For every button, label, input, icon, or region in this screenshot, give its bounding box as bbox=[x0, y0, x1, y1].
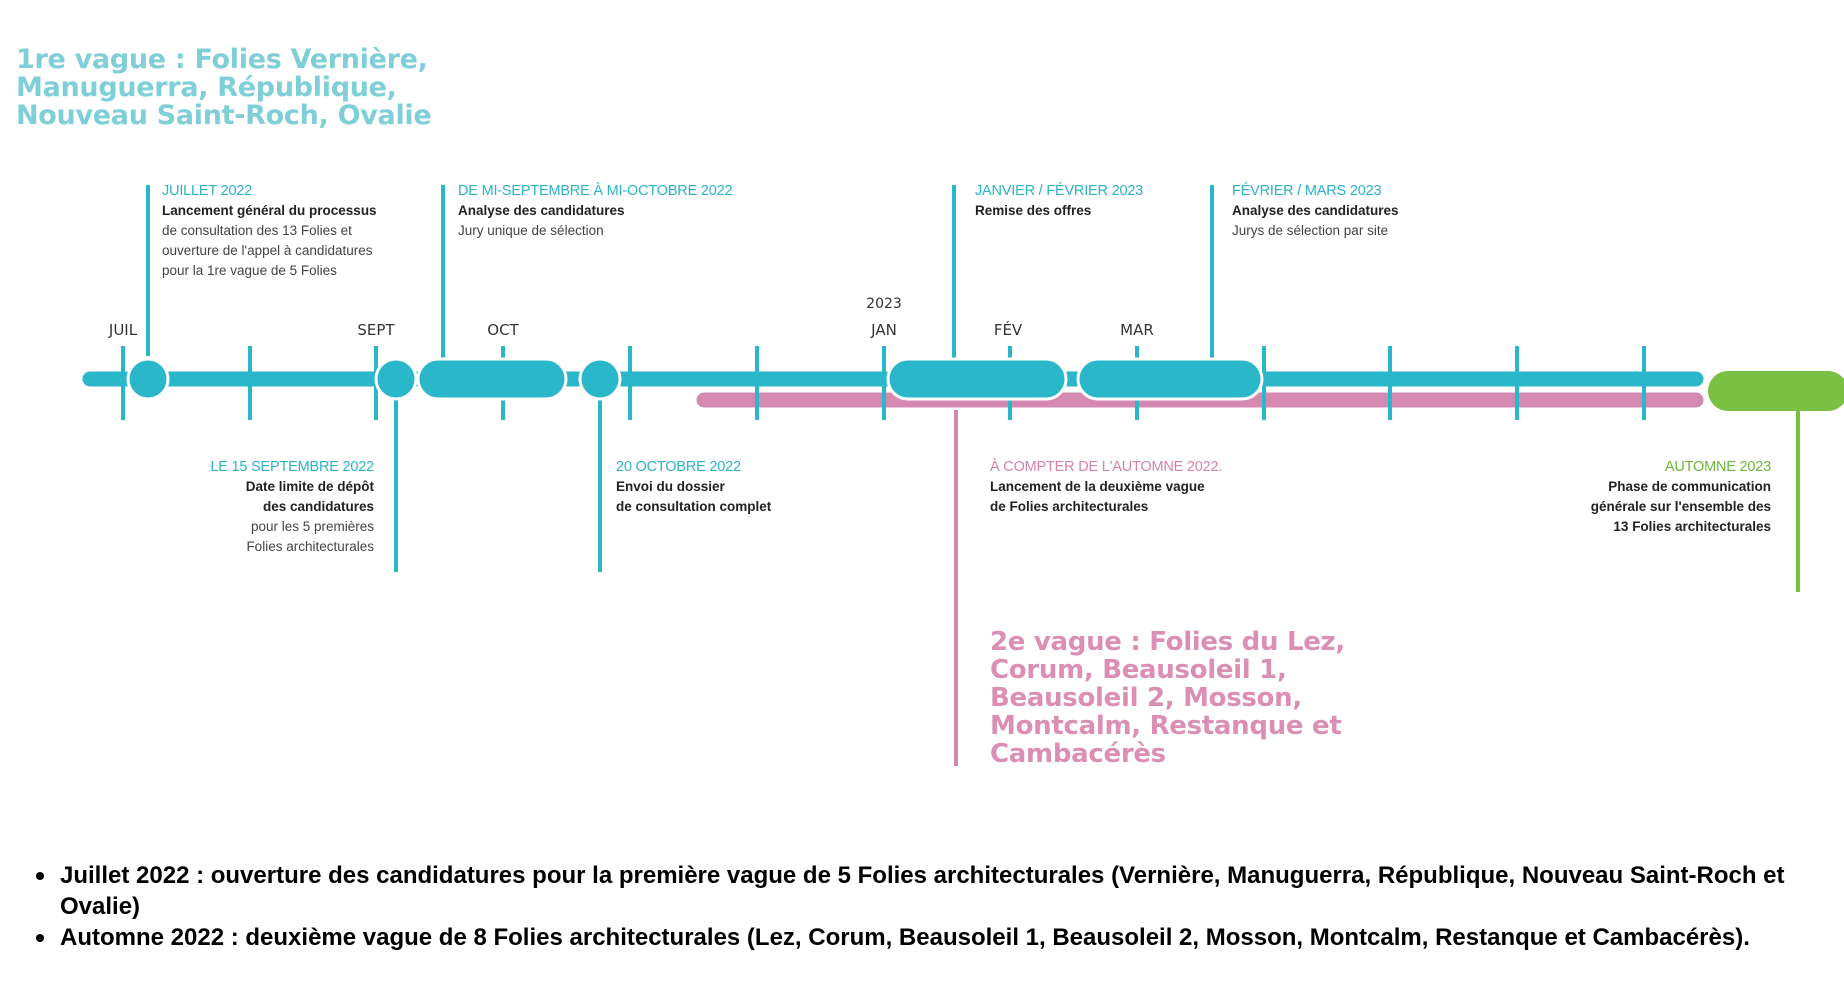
pill-automne-2023 bbox=[1708, 371, 1844, 411]
event-line: de consultation complet bbox=[616, 499, 772, 514]
event-15-sept-2022: LE 15 SEPTEMBRE 2022 Date limite de dépô… bbox=[210, 457, 374, 557]
event-date: À COMPTER DE L'AUTOMNE 2022. bbox=[990, 459, 1223, 475]
month-label-jan: JAN bbox=[871, 321, 897, 339]
event-mi-sept-oct: DE MI-SEPTEMBRE À MI-OCTOBRE 2022 Analys… bbox=[458, 181, 733, 241]
event-date: LE 15 SEPTEMBRE 2022 bbox=[210, 459, 374, 475]
month-label-juil: JUIL bbox=[108, 321, 138, 339]
month-label-fev: FÉV bbox=[993, 321, 1023, 339]
event-line: Jurys de sélection par site bbox=[1232, 223, 1389, 238]
event-line: Lancement de la deuxième vague bbox=[990, 479, 1205, 494]
marker-20-oct bbox=[578, 357, 622, 401]
marker-juillet-2022 bbox=[126, 357, 170, 401]
event-20-oct-2022: 20 OCTOBRE 2022 Envoi du dossier de cons… bbox=[616, 457, 771, 517]
wave1-title-line: Manuguerra, République, bbox=[16, 72, 397, 103]
wave2-title-line: 2e vague : Folies du Lez, bbox=[990, 627, 1345, 657]
event-line: Date limite de dépôt bbox=[245, 479, 374, 494]
event-line: Jury unique de sélection bbox=[458, 223, 604, 238]
wave1-title: 1re vague : Folies Vernière, Manuguerra,… bbox=[16, 44, 432, 131]
event-line: de consultation des 13 Folies et bbox=[162, 223, 352, 238]
wave2-title-line: Corum, Beausoleil 1, bbox=[990, 655, 1287, 685]
pill-jan-fev bbox=[886, 357, 1068, 401]
event-automne-2022: À COMPTER DE L'AUTOMNE 2022. Lancement d… bbox=[990, 457, 1222, 517]
event-line: Folies architecturales bbox=[246, 539, 374, 554]
event-date: JUILLET 2022 bbox=[162, 183, 253, 199]
wave2-title-line: Montcalm, Restanque et bbox=[990, 711, 1342, 741]
event-line: générale sur l'ensemble des bbox=[1590, 499, 1771, 514]
event-line: pour la 1re vague de 5 Folies bbox=[162, 263, 337, 278]
event-date: DE MI-SEPTEMBRE À MI-OCTOBRE 2022 bbox=[458, 183, 733, 199]
event-fev-mars-2023: FÉVRIER / MARS 2023 Analyse des candidat… bbox=[1232, 181, 1399, 241]
event-line: Phase de communication bbox=[1608, 479, 1771, 494]
month-label-mar: MAR bbox=[1120, 321, 1154, 339]
event-line: Envoi du dossier bbox=[616, 479, 725, 494]
event-line: de Folies architecturales bbox=[990, 499, 1149, 514]
wave1-title-line: Nouveau Saint-Roch, Ovalie bbox=[16, 100, 432, 131]
bullet-item: Juillet 2022 : ouverture des candidature… bbox=[36, 860, 1844, 922]
timeline-diagram bbox=[82, 185, 1844, 766]
event-date: AUTOMNE 2023 bbox=[1664, 459, 1771, 475]
event-line: Remise des offres bbox=[975, 203, 1092, 218]
event-date: JANVIER / FÉVRIER 2023 bbox=[975, 183, 1144, 199]
month-label-sept: SEPT bbox=[357, 321, 395, 339]
pill-fev-mars bbox=[1076, 357, 1264, 401]
event-automne-2023: AUTOMNE 2023 Phase de communication géné… bbox=[1591, 457, 1771, 537]
event-line: pour les 5 premières bbox=[250, 519, 374, 534]
wave2-title: 2e vague : Folies du Lez, Corum, Beausol… bbox=[990, 628, 1345, 768]
wave2-title-line: Cambacérès bbox=[990, 739, 1166, 769]
event-line: Lancement général du processus bbox=[162, 203, 377, 218]
marker-15-sept bbox=[374, 357, 418, 401]
event-date: FÉVRIER / MARS 2023 bbox=[1232, 183, 1382, 199]
event-line: 13 Folies architecturales bbox=[1613, 519, 1771, 534]
event-line: Analyse des candidatures bbox=[1232, 203, 1399, 218]
event-jan-fev-2023: JANVIER / FÉVRIER 2023 Remise des offres bbox=[975, 181, 1143, 221]
event-date: 20 OCTOBRE 2022 bbox=[616, 459, 741, 475]
event-juillet-2022: JUILLET 2022 Lancement général du proces… bbox=[162, 181, 377, 281]
pill-mi-sept-oct bbox=[416, 357, 568, 401]
year-label: 2023 bbox=[866, 296, 902, 312]
month-label-oct: OCT bbox=[487, 321, 519, 339]
event-line: Analyse des candidatures bbox=[458, 203, 625, 218]
summary-bullet-list: Juillet 2022 : ouverture des candidature… bbox=[0, 860, 1844, 953]
event-line: ouverture de l'appel à candidatures bbox=[162, 243, 373, 258]
wave1-title-line: 1re vague : Folies Vernière, bbox=[16, 44, 428, 75]
wave2-title-line: Beausoleil 2, Mosson, bbox=[990, 683, 1302, 713]
bullet-item: Automne 2022 : deuxième vague de 8 Folie… bbox=[36, 922, 1844, 953]
event-line: des candidatures bbox=[262, 499, 374, 514]
